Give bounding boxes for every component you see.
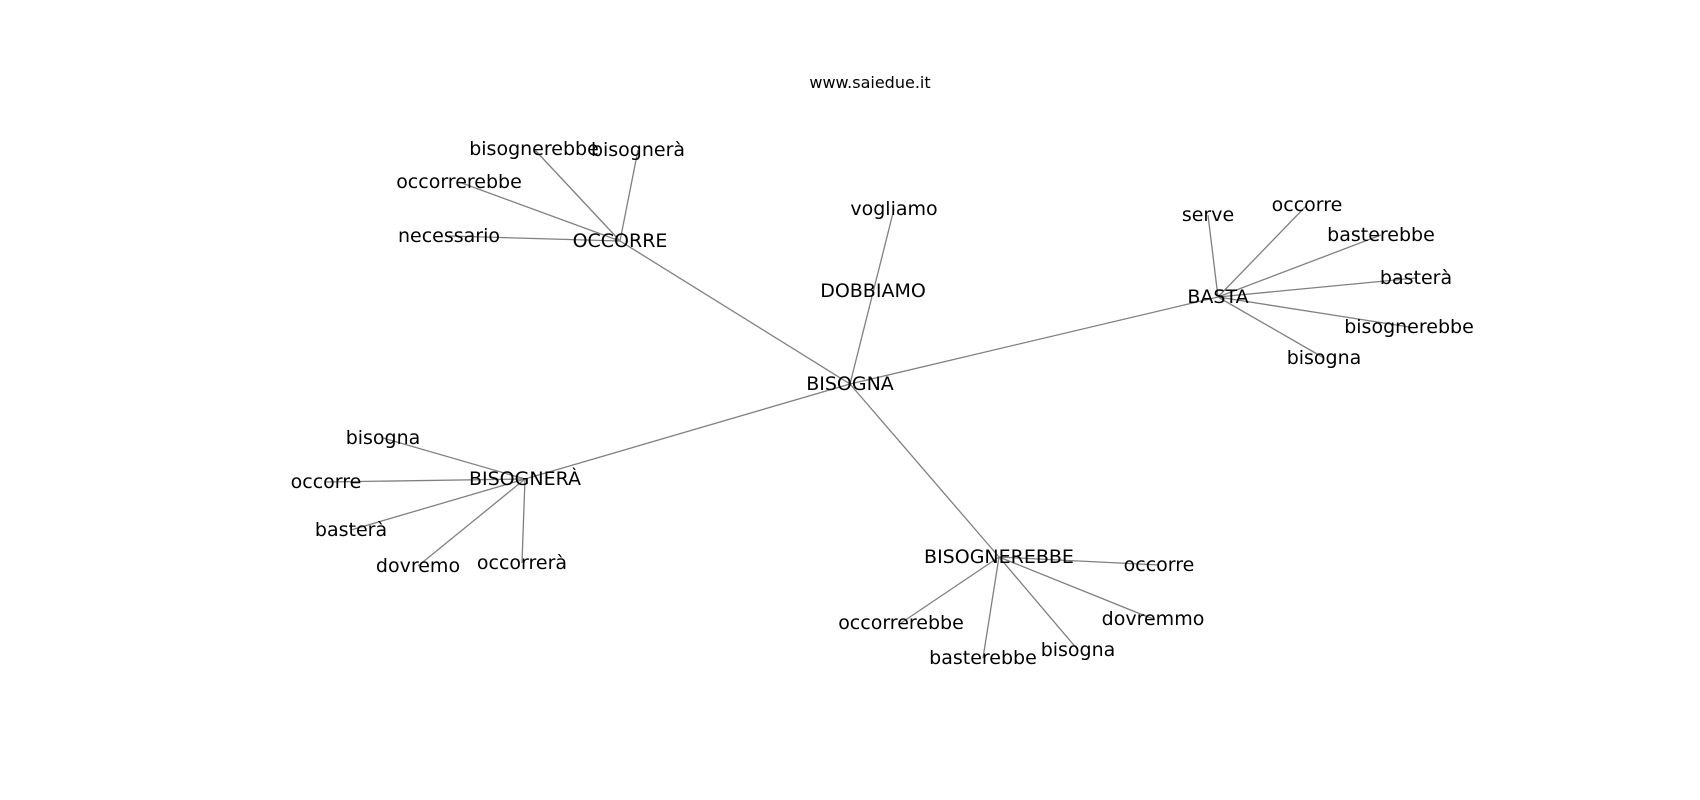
node-label-oc-bisognerebbe: bisognerebbe	[469, 138, 599, 160]
node-label-vogliamo: vogliamo	[850, 198, 937, 220]
edge-basta-ba_basterebbe	[1217, 234, 1382, 298]
edge-bisogna-vogliamo	[849, 208, 895, 385]
edge-bisognera-bg_dovremo	[417, 478, 526, 567]
node-label-occorre: OCCORRE	[573, 230, 668, 252]
node-label-dobbiamo: DOBBIAMO	[820, 280, 926, 302]
edge-basta-ba_serve	[1207, 214, 1219, 298]
node-label-ba-occorre: occorre	[1272, 194, 1343, 216]
node-label-bg-occorre: occorre	[291, 471, 362, 493]
edge-bisognerebbe-be_dovremmo	[998, 556, 1154, 620]
edge-basta-ba_bisogna	[1217, 296, 1325, 359]
edge-occorre-oc_bisognerebbe	[533, 148, 621, 242]
edge-occorre-oc_bisognera	[619, 149, 639, 242]
node-label-bg-occorrera: occorrerà	[477, 552, 567, 574]
edge-bisogna-basta	[849, 296, 1219, 385]
edge-bisognera-bg_occorrera	[521, 478, 526, 564]
edge-bisognerebbe-be_occorre	[998, 556, 1160, 566]
node-label-bisognerebbe: BISOGNEREBBE	[924, 546, 1074, 568]
node-label-ba-basterebbe: basterebbe	[1327, 224, 1435, 246]
edge-bisognerebbe-be_occorrerebbe	[900, 556, 1000, 624]
edge-bisognera-bg_bastera	[350, 478, 526, 531]
edge-basta-ba_occorre	[1217, 204, 1308, 298]
credit-text: www.saiedue.it	[809, 73, 930, 92]
node-label-bg-bisogna: bisogna	[346, 427, 421, 449]
edges-layer	[325, 148, 1417, 659]
node-label-ba-serve: serve	[1182, 204, 1234, 226]
node-label-ba-bastera: basterà	[1380, 267, 1452, 289]
node-label-bisogna: BISOGNA	[806, 373, 894, 395]
edge-bisognerebbe-be_bisogna	[998, 556, 1079, 651]
node-label-be-basterebbe: basterebbe	[929, 647, 1037, 669]
edge-bisogna-bisognera	[524, 383, 851, 480]
edge-bisogna-occorre	[619, 240, 851, 385]
node-label-be-bisogna: bisogna	[1041, 639, 1116, 661]
node-label-be-dovremmo: dovremmo	[1102, 608, 1205, 630]
node-label-basta: BASTA	[1187, 286, 1248, 308]
node-label-bisognera: BISOGNERÀ	[469, 467, 581, 490]
node-label-bg-dovremo: dovremo	[376, 555, 460, 577]
edge-occorre-oc_necessario	[448, 235, 621, 242]
node-label-be-occorre: occorre	[1124, 554, 1195, 576]
edge-occorre-oc_occorrerebbe	[458, 181, 621, 242]
node-label-bg-bastera: basterà	[315, 519, 387, 541]
node-label-be-occorrerebbe: occorrerebbe	[838, 612, 964, 634]
edge-basta-ba_bisognerebbe	[1217, 296, 1410, 328]
edge-bisognerebbe-be_basterebbe	[982, 556, 1000, 659]
node-label-oc-bisognera: bisognerà	[591, 139, 685, 161]
edge-bisogna-bisognerebbe	[849, 383, 1000, 558]
node-label-ba-bisognerebbe: bisognerebbe	[1344, 316, 1474, 338]
edge-bisognera-bg_bisogna	[382, 437, 526, 480]
node-label-ba-bisogna: bisogna	[1287, 347, 1362, 369]
node-label-oc-necessario: necessario	[398, 225, 500, 247]
edge-basta-ba_bastera	[1217, 277, 1417, 298]
edge-bisognera-bg_occorre	[325, 478, 526, 483]
node-label-oc-occorrerebbe: occorrerebbe	[396, 171, 522, 193]
